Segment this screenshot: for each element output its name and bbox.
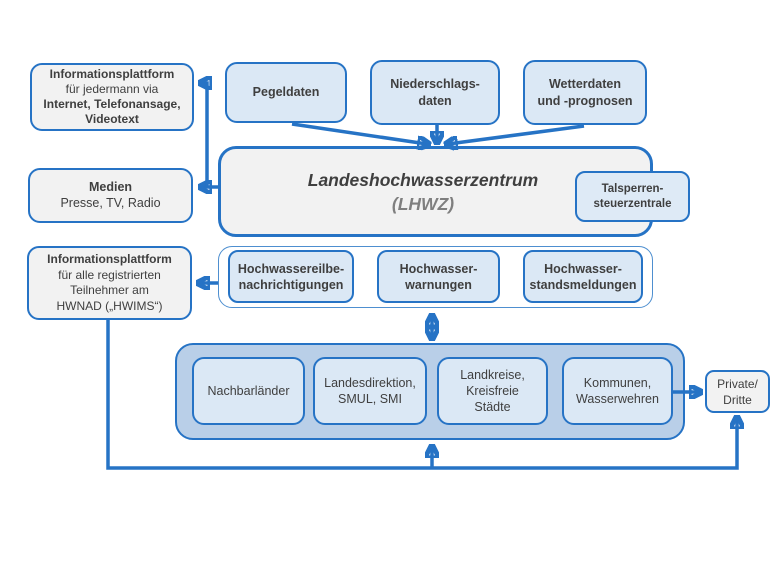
niederschlagsdaten-label: daten — [418, 93, 452, 108]
info-platform-registered-box: Informationsplattform für alle registrie… — [27, 246, 192, 320]
info-platform-public-line: Internet, Telefonansage, — [43, 97, 181, 111]
hochwasserstandsmeldungen-label: Hochwasser- — [544, 261, 622, 276]
info-platform-public-line: Videotext — [85, 112, 139, 126]
info-platform-registered-title: Informationsplattform — [47, 252, 172, 266]
info-platform-registered-line: Teilnehmer am — [70, 283, 149, 297]
kommunen-box: Kommunen, Wasserwehren — [562, 357, 673, 425]
private-dritte-label: Dritte — [723, 392, 752, 407]
nachbarlaender-label: Nachbarländer — [207, 384, 290, 398]
landkreise-label: Landkreise, — [460, 368, 525, 382]
wetterdaten-label: und -prognosen — [537, 93, 633, 108]
arrow-wetterdaten-to-lhwz — [448, 124, 585, 144]
hochwassereilbenachrichtigungen-label: nachrichtigungen — [238, 277, 344, 292]
landkreise-label: Städte — [474, 400, 511, 414]
pegeldaten-label: Pegeldaten — [252, 85, 320, 99]
info-platform-public-line: für jedermann via — [65, 82, 159, 96]
hochwassereilbenachrichtigungen-box: Hochwassereilbe- nachrichtigungen — [228, 250, 354, 303]
private-dritte-label: Private/ — [717, 376, 758, 391]
landesdirektion-label: Landesdirektion, — [324, 376, 416, 390]
hochwasserstandsmeldungen-box: Hochwasser- standsmeldungen — [523, 250, 643, 303]
info-platform-registered-line: für alle registrierten — [58, 267, 161, 282]
nachbarlaender-box: Nachbarländer — [192, 357, 305, 425]
info-platform-public-title: Informationsplattform — [49, 67, 175, 81]
landesdirektion-label: SMUL, SMI — [338, 392, 402, 406]
hochwasserwarnungen-box: Hochwasser- warnungen — [377, 250, 500, 303]
lhwz-subtitle: (LHWZ) — [391, 193, 455, 214]
talsperren-label: Talsperren- — [601, 182, 664, 195]
wetterdaten-label: Wetterdaten — [548, 76, 621, 91]
talsperren-box: Talsperren- steuerzentrale — [575, 171, 690, 222]
kommunen-label: Kommunen, — [583, 376, 652, 390]
hochwasserstandsmeldungen-label: standsmeldungen — [529, 277, 637, 292]
kommunen-label: Wasserwehren — [576, 392, 659, 406]
hochwassereilbenachrichtigungen-label: Hochwassereilbe- — [237, 261, 345, 276]
medien-box: Medien Presse, TV, Radio — [28, 168, 193, 223]
wetterdaten-box: Wetterdaten und -prognosen — [523, 60, 647, 125]
medien-subtitle: Presse, TV, Radio — [60, 195, 161, 210]
medien-title: Medien — [88, 180, 133, 194]
arrow-pegeldaten-to-lhwz — [291, 122, 427, 144]
landesdirektion-box: Landesdirektion, SMUL, SMI — [313, 357, 427, 425]
niederschlagsdaten-label: Niederschlags- — [390, 76, 480, 91]
lhwz-title: Landeshochwasserzentrum — [307, 169, 539, 190]
pegeldaten-box: Pegeldaten — [225, 62, 347, 123]
talsperren-label: steuerzentrale — [593, 197, 672, 210]
niederschlagsdaten-box: Niederschlags- daten — [370, 60, 500, 125]
hochwasserwarnungen-label: warnungen — [405, 277, 472, 292]
landkreise-label: Kreisfreie — [466, 384, 519, 398]
hochwasserwarnungen-label: Hochwasser- — [399, 261, 478, 276]
private-dritte-box: Private/ Dritte — [705, 370, 770, 413]
landkreise-box: Landkreise, Kreisfreie Städte — [437, 357, 548, 425]
info-platform-registered-line: HWNAD („HWIMS“) — [56, 298, 163, 313]
info-platform-public-box: Informationsplattform für jedermann via … — [30, 63, 194, 131]
arrow-lhwz-to-info-public — [202, 83, 207, 187]
